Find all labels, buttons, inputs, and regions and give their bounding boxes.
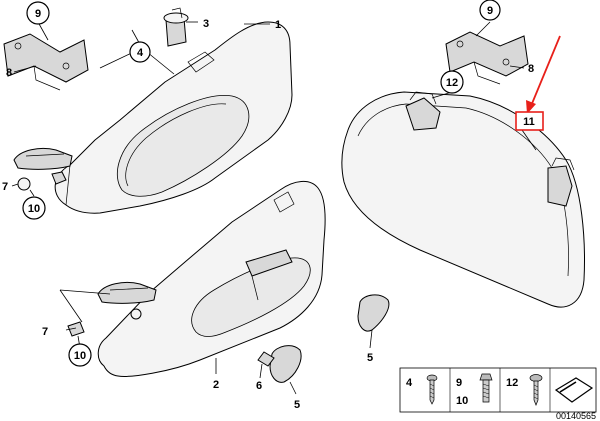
callout-10-lower: 10 bbox=[74, 350, 86, 362]
mirror-cover-left bbox=[269, 345, 302, 383]
callout-12: 12 bbox=[446, 77, 458, 89]
callout-circle-9-left bbox=[26, 1, 50, 25]
highlight-box bbox=[515, 111, 544, 131]
clip-part bbox=[257, 351, 275, 367]
callout-1: 1 bbox=[275, 19, 281, 31]
fastener-legend: 4 9 10 12 bbox=[399, 367, 597, 413]
screw-icon-4 bbox=[426, 374, 438, 405]
callout-5-left: 5 bbox=[294, 399, 300, 411]
mounting-bracket-right bbox=[445, 31, 529, 85]
callout-5-right: 5 bbox=[367, 352, 373, 364]
callout-circle-9-right bbox=[479, 0, 501, 21]
callout-9-left: 9 bbox=[35, 8, 41, 20]
sun-visor-right bbox=[341, 91, 585, 308]
hinge-bracket-upper bbox=[163, 7, 189, 47]
callout-circle-10-upper bbox=[22, 196, 46, 220]
hinge-assembly-left-lower bbox=[67, 281, 157, 337]
sun-visor-lower bbox=[97, 181, 326, 377]
callout-6: 6 bbox=[256, 380, 262, 392]
reference-number: 00140565 bbox=[556, 411, 596, 421]
callout-3: 3 bbox=[203, 18, 209, 30]
callout-8-left: 8 bbox=[6, 67, 12, 79]
callout-7-upper: 7 bbox=[2, 181, 8, 193]
screw-icon-12 bbox=[529, 374, 543, 406]
callout-11: 11 bbox=[523, 116, 535, 128]
mounting-bracket-left bbox=[3, 33, 89, 91]
page-turn-icon bbox=[554, 377, 594, 403]
highlight-arrow bbox=[526, 35, 561, 114]
legend-label-4: 4 bbox=[406, 377, 413, 389]
legend-label-9: 9 bbox=[456, 377, 462, 389]
callout-circle-4 bbox=[129, 41, 151, 63]
callout-9-right: 9 bbox=[487, 5, 493, 17]
legend-label-12: 12 bbox=[506, 377, 518, 389]
callout-circle-12 bbox=[440, 70, 464, 94]
callout-8-right: 8 bbox=[528, 63, 534, 75]
callout-2: 2 bbox=[213, 379, 219, 391]
hinge-assembly-left-upper bbox=[13, 147, 73, 191]
bolt-icon-9-10 bbox=[479, 373, 493, 403]
callout-7-lower: 7 bbox=[42, 326, 48, 338]
callout-10-upper: 10 bbox=[28, 203, 40, 215]
legend-label-10: 10 bbox=[456, 395, 468, 407]
callout-circle-10-lower bbox=[68, 343, 92, 367]
sun-visor-upper bbox=[54, 21, 293, 214]
mirror-cover-right bbox=[357, 294, 390, 332]
callout-4: 4 bbox=[137, 47, 144, 59]
